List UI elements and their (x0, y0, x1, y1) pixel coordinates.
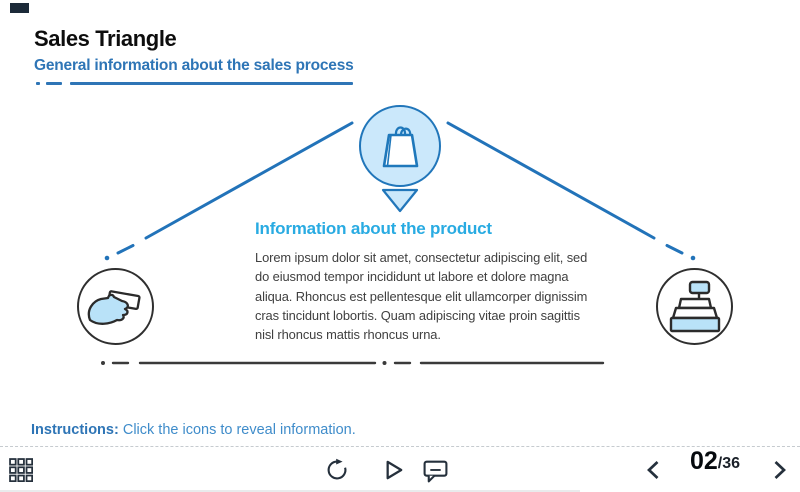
underline-dot (36, 82, 40, 85)
cash-register-icon (669, 280, 720, 332)
payment-node-button[interactable] (77, 268, 154, 345)
slide-area: Sales Triangle General information about… (0, 3, 800, 447)
instructions-line: Instructions: Click the icons to reveal … (31, 422, 356, 438)
edge-top-to-left (104, 121, 354, 261)
chevron-right-icon (774, 461, 786, 479)
page-current: 02 (689, 447, 718, 475)
play-icon (386, 460, 403, 480)
next-button[interactable] (769, 459, 791, 481)
logo-placeholder (10, 3, 29, 13)
underline-bar (70, 82, 353, 85)
comments-icon (423, 460, 448, 483)
bottom-edge-line (0, 490, 580, 492)
previous-button[interactable] (642, 459, 664, 481)
hand-card-icon (87, 289, 141, 325)
page-counter: 02/36 (683, 447, 747, 492)
shopping-bag-icon (382, 126, 419, 168)
top-node-pointer (381, 188, 419, 213)
slide-subtitle: General information about the sales proc… (34, 57, 354, 74)
underline-dash (46, 82, 62, 85)
callout-heading: Information about the product (255, 219, 492, 238)
callout-body: Lorem ipsum dolor sit amet, consectetur … (255, 250, 588, 343)
menu-grid-icon (9, 458, 34, 483)
triangle-edges (101, 121, 696, 365)
chevron-left-icon (647, 461, 659, 479)
player-bar: 02/36 (0, 447, 800, 492)
edge-top-to-right (446, 121, 696, 261)
page-total: /36 (717, 455, 741, 472)
edge-left-to-right (101, 361, 605, 365)
play-button[interactable] (379, 457, 405, 483)
replay-button[interactable] (324, 457, 350, 483)
product-node-button[interactable] (359, 105, 441, 187)
replay-icon (327, 458, 347, 480)
menu-grid-button[interactable] (9, 458, 34, 483)
comments-button[interactable] (422, 457, 449, 484)
info-callout: Information about the product Lorem ipsu… (255, 219, 591, 345)
checkout-node-button[interactable] (656, 268, 733, 345)
instructions-text: Click the icons to reveal information. (122, 422, 356, 438)
instructions-label: Instructions: (31, 422, 119, 438)
slide-title: Sales Triangle (34, 26, 177, 51)
title-underline (36, 82, 353, 85)
